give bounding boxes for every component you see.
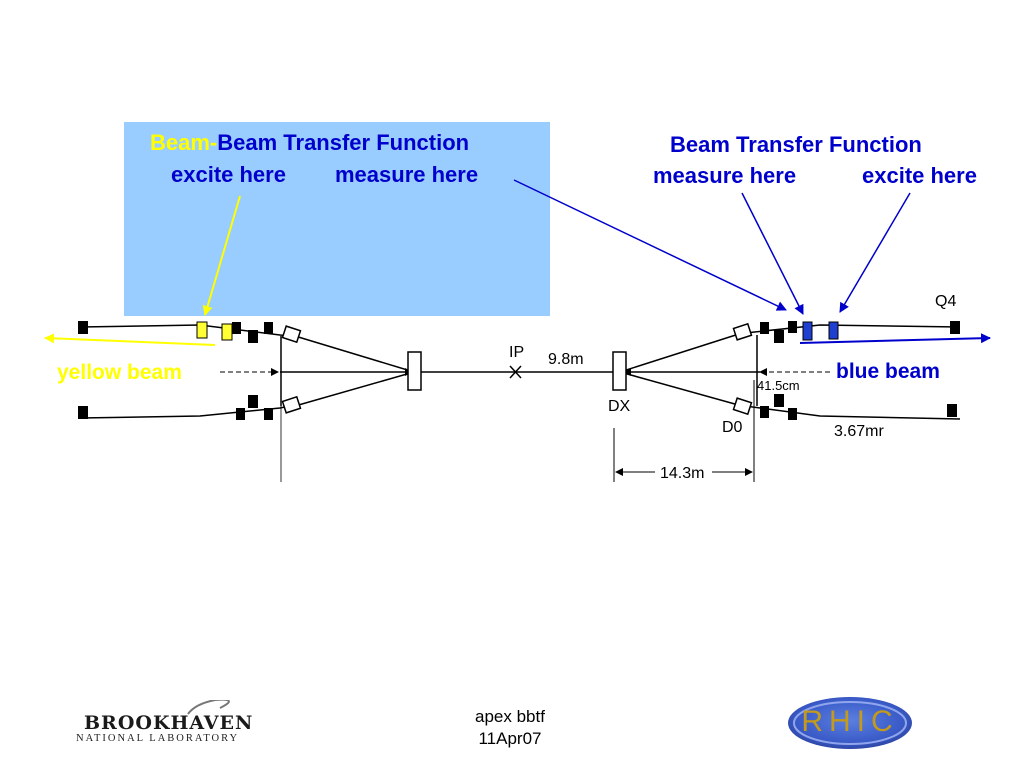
beam-prefix: Beam- (150, 130, 218, 155)
brookhaven-name: BROOKHAVEN (84, 712, 254, 734)
brookhaven-swoosh-icon (187, 700, 230, 715)
right-upper-converge (619, 332, 743, 373)
ip-label: IP (509, 344, 524, 361)
blue-beam-arrow (799, 333, 991, 344)
left-upper-d0 (281, 325, 302, 344)
left-header-title: Beam Transfer Function (217, 130, 470, 155)
yellow-kicker-1 (196, 321, 208, 339)
blue-measure-pointer (741, 192, 804, 315)
left-lower-beamline (79, 405, 291, 419)
blue-kicker-2 (828, 321, 839, 340)
d0-offset-label: 41.5cm (757, 378, 800, 393)
footer-line2: 11Apr07 (478, 729, 542, 748)
left-dx-magnet (407, 351, 422, 391)
crossing-angle-label: 3.67mr (834, 423, 884, 440)
right-lower-endcap (947, 404, 957, 417)
dx-label: DX (608, 398, 631, 415)
right-header-measure: measure here (653, 163, 797, 188)
right-upper-d0 (732, 322, 753, 341)
right-upper-magnets (760, 321, 797, 343)
left-upper-beamline (79, 324, 291, 337)
ip-marker (509, 365, 522, 379)
footer: apex bbtf 11Apr07 (440, 706, 580, 750)
brookhaven-subtitle: NATIONAL LABORATORY (76, 733, 240, 744)
blue-excite-pointer (839, 192, 911, 313)
right-lower-converge (619, 371, 743, 407)
right-upper-endcap (950, 321, 960, 334)
right-header-excite: excite here (862, 163, 977, 188)
blue-kicker-1 (802, 321, 813, 341)
left-header-measure: measure here (335, 162, 479, 187)
left-lower-converge (294, 371, 415, 407)
left-upper-converge (294, 335, 415, 373)
left-lower-d0 (281, 395, 302, 414)
left-upper-endcap (78, 321, 88, 334)
yellow-measure-pointer (513, 179, 787, 311)
right-lower-beamline (744, 405, 961, 420)
yellow-beam-label: yellow beam (57, 361, 182, 384)
left-lower-magnets (236, 395, 273, 420)
rhic-ellipse-icon (788, 697, 912, 749)
yellow-beam-arrow (44, 333, 216, 346)
left-upper-magnets (232, 322, 273, 343)
footer-line1: apex bbtf (475, 707, 545, 726)
right-dx-magnet (612, 351, 627, 391)
right-header-title: Beam Transfer Function (670, 132, 922, 157)
highlight-box (124, 122, 550, 316)
ip-distance-label: 9.8m (548, 351, 584, 368)
left-header-excite: excite here (171, 162, 286, 187)
yellow-excite-pointer (202, 195, 241, 316)
dimension-label: 14.3m (660, 465, 704, 482)
yellow-kicker-2 (221, 323, 233, 341)
d0-label: D0 (722, 419, 743, 436)
right-upper-beamline (744, 324, 961, 334)
rhic-text: RHIC (801, 705, 899, 738)
left-header-line1: Beam-Beam Transfer Function (150, 128, 469, 158)
right-lower-magnets (760, 394, 797, 420)
brookhaven-logo: BROOKHAVEN NATIONAL LABORATORY (70, 700, 270, 750)
rhic-logo: RHIC (786, 695, 914, 751)
q4-label: Q4 (935, 293, 956, 310)
blue-beam-label: blue beam (836, 360, 940, 383)
left-lower-endcap (78, 406, 88, 419)
right-lower-d0 (732, 397, 753, 416)
